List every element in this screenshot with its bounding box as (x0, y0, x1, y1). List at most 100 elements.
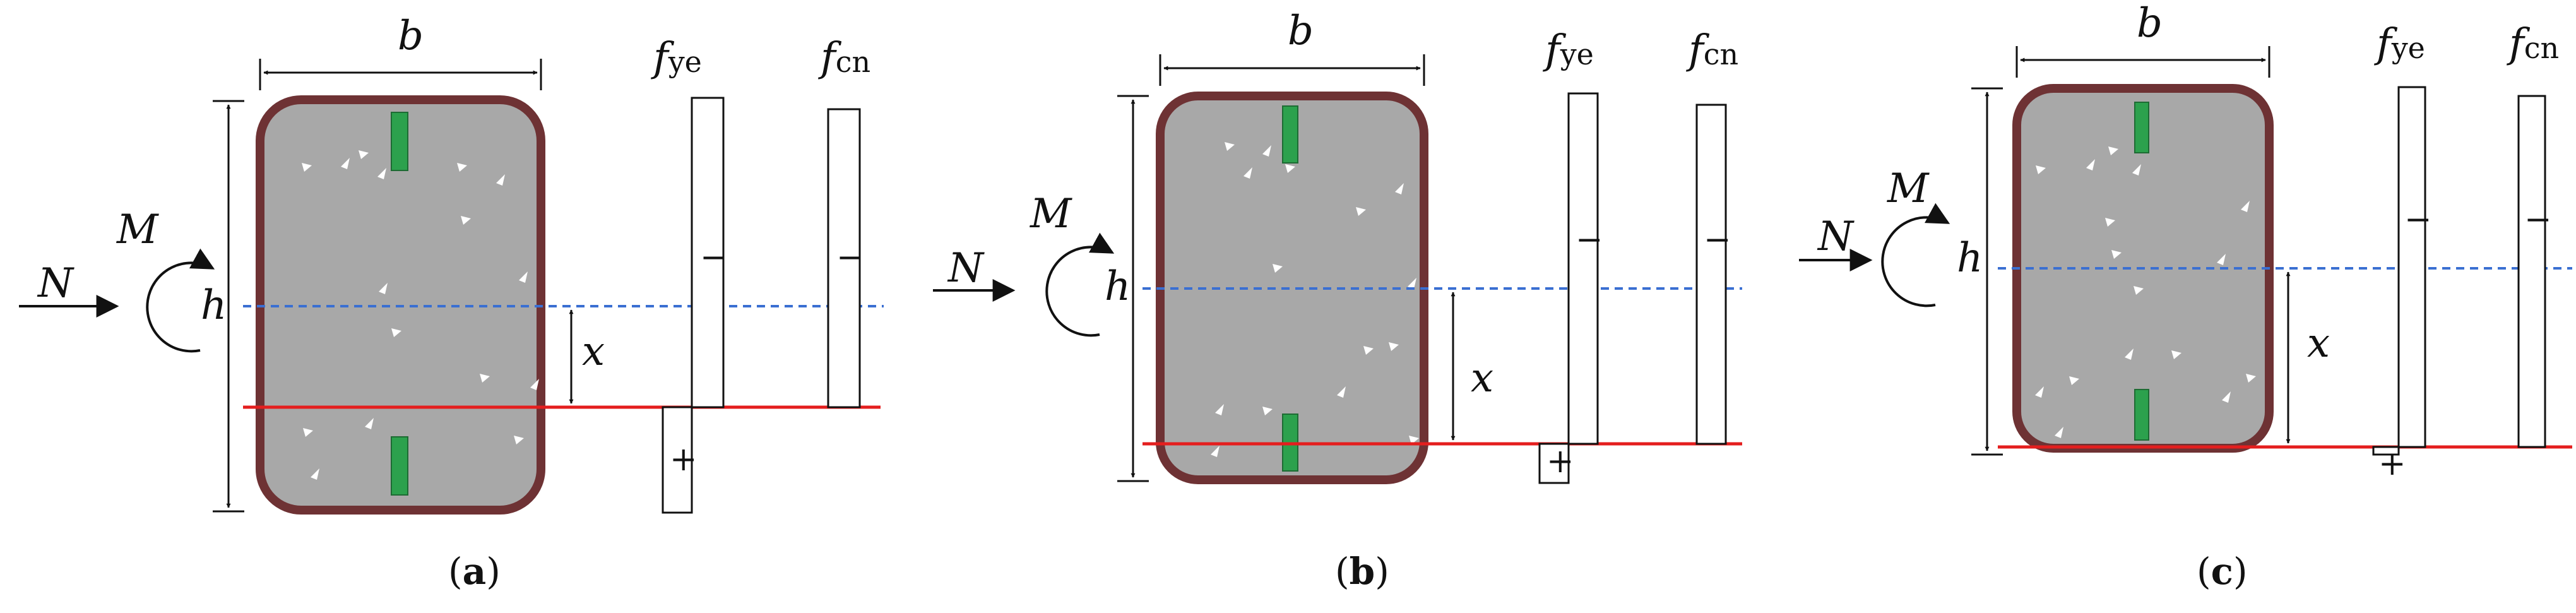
aggregate-particle (1225, 142, 1235, 151)
steel-stress-label: fye (1543, 27, 1594, 73)
concrete-compression-sign: − (2524, 201, 2552, 239)
caption-close-paren: ) (486, 550, 501, 593)
rebar-top (1282, 105, 1298, 164)
moment-arrow (1881, 203, 1950, 307)
steel-tension-sign: + (670, 441, 697, 479)
aggregate-particle (1215, 404, 1224, 415)
height-label: h (1957, 235, 1983, 282)
concrete-stress-subscript: cn (1704, 37, 1738, 71)
steel-stress-label: fye (2374, 20, 2425, 67)
axial-force-label: N (37, 260, 74, 307)
steel-stress-subscript: ye (668, 45, 702, 79)
aggregate-particle (2036, 165, 2046, 174)
moment-arrow (146, 248, 215, 353)
aggregate-particle (1262, 407, 1273, 415)
width-label: b (398, 13, 424, 59)
caption-open-paren: ( (1335, 550, 1350, 593)
aggregate-particle (2105, 218, 2115, 227)
moment-label: M (1030, 191, 1072, 237)
rebar-top (391, 112, 408, 171)
height-label: h (1105, 263, 1131, 310)
panel-caption: (b) (1335, 550, 1389, 593)
aggregate-particle (1337, 386, 1346, 398)
caption-letter: c (2211, 550, 2233, 593)
aggregate-particle (303, 428, 313, 437)
aggregate-particle (2069, 376, 2079, 385)
concrete-stress-label: fcn (818, 34, 870, 81)
aggregate-particle (2241, 201, 2250, 212)
concrete-stress-compression-block (2517, 95, 2546, 448)
concrete-compression-sign: − (1704, 221, 1731, 259)
caption-open-paren: ( (2197, 550, 2211, 593)
aggregate-particle (2055, 427, 2063, 438)
aggregate-particle (530, 379, 539, 390)
steel-stress-subscript: ye (2391, 31, 2425, 65)
steel-stress-compression-block (1567, 92, 1599, 445)
aggregate-particle (2222, 391, 2231, 403)
aggregate-particle (519, 271, 528, 283)
aggregate-particle (480, 374, 490, 383)
rebar-top (2134, 102, 2149, 153)
aggregate-particle (514, 436, 524, 444)
concrete-stress-subscript: cn (836, 45, 870, 79)
steel-compression-sign: − (2404, 201, 2432, 239)
rebar-bottom (2134, 389, 2149, 441)
width-label: b (1288, 8, 1314, 54)
aggregate-particle (1285, 164, 1295, 173)
neutral-axis-depth-label: x (582, 328, 605, 375)
steel-compression-sign: − (1576, 221, 1603, 259)
neutral-axis-depth-label: x (1471, 355, 1493, 402)
aggregate-particle (365, 418, 374, 429)
aggregate-particle (496, 174, 505, 186)
aggregate-particle (391, 328, 401, 337)
aggregate-particle (1356, 207, 1366, 216)
aggregate-particle (2171, 350, 2181, 359)
axial-force-label: N (947, 245, 985, 292)
aggregate-particle (311, 468, 319, 480)
aggregate-particle (341, 158, 350, 169)
aggregate-particle (1408, 278, 1416, 289)
concrete-stress-compression-block (827, 108, 861, 408)
aggregate-particle (1273, 264, 1283, 273)
steel-stress-tension-block (662, 406, 693, 514)
height-label: h (201, 282, 227, 329)
aggregate-particle (1363, 346, 1374, 355)
rebar-bottom (391, 436, 408, 496)
aggregate-particle (1395, 183, 1404, 194)
steel-compression-sign: − (700, 239, 728, 277)
aggregate-particle (461, 216, 471, 225)
concrete-stress-compression-block (1695, 104, 1727, 445)
aggregate-particle (1211, 446, 1220, 457)
panel-caption: (a) (448, 550, 501, 593)
aggregate-particle (2035, 386, 2044, 398)
axial-force-label: N (1817, 213, 1855, 260)
aggregate-particle (377, 168, 386, 179)
moment-arrow (1045, 232, 1115, 337)
steel-stress-tension-block (2372, 446, 2400, 456)
panel-caption: (c) (2197, 550, 2248, 593)
aggregate-particle (2086, 159, 2095, 170)
neutral-axis-depth-label: x (2307, 320, 2330, 367)
aggregate-particle (2108, 146, 2118, 155)
aggregate-particle (2132, 164, 2141, 176)
caption-letter: a (463, 550, 487, 593)
moment-label: M (116, 206, 159, 253)
concrete-compression-sign: − (836, 239, 864, 277)
aggregate-particle (2217, 254, 2226, 265)
aggregate-particle (1389, 342, 1399, 351)
steel-tension-sign: + (2378, 445, 2406, 483)
concrete-stress-label: fcn (1686, 27, 1738, 73)
aggregate-particle (2111, 250, 2122, 259)
moment-label: M (1887, 165, 1930, 212)
caption-close-paren: ) (1375, 550, 1389, 593)
steel-stress-compression-block (691, 97, 725, 408)
steel-tension-sign: + (1546, 443, 1574, 480)
aggregate-particle (359, 150, 369, 159)
aggregate-particle (457, 163, 467, 172)
concrete-stress-subscript: cn (2524, 31, 2559, 65)
caption-letter: b (1350, 550, 1375, 593)
steel-stress-subscript: ye (1560, 37, 1594, 71)
